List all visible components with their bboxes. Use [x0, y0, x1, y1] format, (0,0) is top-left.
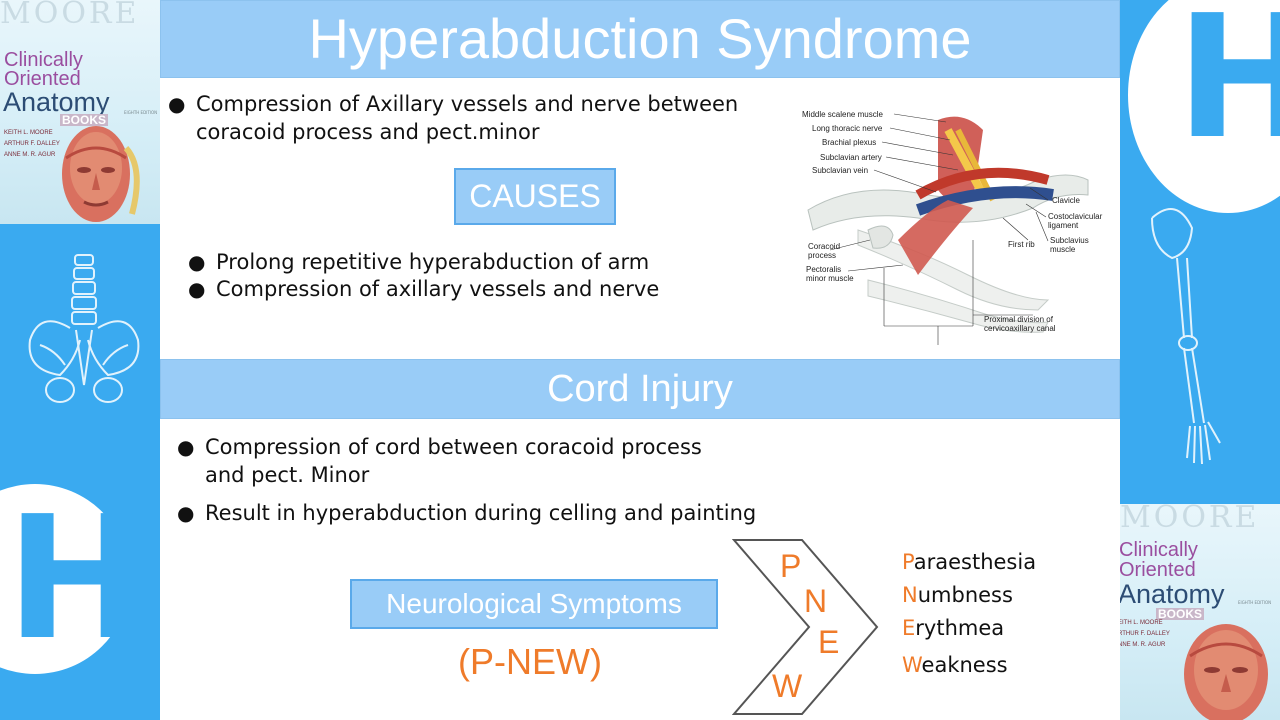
anatomy-illustration	[807, 113, 1089, 345]
book-title-line2: Oriented	[4, 68, 81, 90]
label-subclavian-artery: Subclavian artery	[820, 153, 882, 162]
book-author-2: ARTHUR F. DALLEY	[4, 141, 60, 147]
book-title-line2: Oriented	[1120, 559, 1196, 581]
book-title-line3: Anatomy	[3, 87, 110, 117]
book-authors: KEITH L. MOORE ARTHUR F. DALLEY ANNE M. …	[1120, 618, 1170, 651]
mnemonic-letter-e: E	[818, 624, 840, 660]
label-coracoid: Coracoid process	[808, 242, 841, 260]
causes-heading: CAUSES	[469, 178, 601, 214]
intro-bullet-text: Compression of Axillary vessels and nerv…	[196, 92, 739, 144]
book-title-line4: BOOKS	[1156, 607, 1205, 621]
symptom-paraesthesia: Paraesthesia	[902, 550, 1037, 574]
main-slide: Hyperabduction Syndrome ● Compression of…	[160, 0, 1120, 720]
neuro-symptoms-box: Neurological Symptoms	[350, 579, 718, 629]
book-cover: MOORE Clinically Oriented Anatomy BOOKS …	[1120, 504, 1280, 720]
book-author-2: ARTHUR F. DALLEY	[1120, 631, 1170, 637]
cord-injury-bullet-text: Compression of cord between coracoid pro…	[205, 435, 702, 487]
book-author-1: KEITH L. MOORE	[4, 130, 53, 136]
cord-injury-bullet: ● Compression of cord between coracoid p…	[177, 433, 745, 489]
book-title-line4: BOOKS	[60, 113, 109, 127]
book-title-line1: Clinically	[4, 49, 83, 71]
causes-item-text: Prolong repetitive hyperabduction of arm	[216, 250, 650, 274]
cord-injury-heading: Cord Injury	[547, 368, 733, 410]
label-clavicle: Clavicle	[1052, 196, 1081, 205]
label-costoclavicular: Costoclavicular ligament	[1048, 212, 1103, 230]
mnemonic-letter-n: N	[804, 583, 828, 619]
thoracic-outlet-diagram: Middle scalene muscle Long thoracic nerv…	[798, 100, 1102, 348]
bullet-dot-icon: ●	[177, 435, 195, 459]
book-title-line1: Clinically	[1120, 539, 1198, 561]
chevron-arrow-icon	[732, 539, 879, 715]
label-middle-scalene: Middle scalene muscle	[802, 110, 883, 119]
anatomy-face-illustration	[1184, 624, 1268, 720]
label-first-rib: First rib	[1008, 240, 1035, 249]
intro-bullet: ● Compression of Axillary vessels and ne…	[168, 90, 756, 146]
book-author-3: ANNE M. R. AGUR	[4, 152, 56, 158]
book-series: MOORE	[1120, 504, 1260, 535]
symptom-weakness: Weakness	[902, 653, 1008, 677]
book-author-1: KEITH L. MOORE	[1120, 620, 1163, 626]
label-long-thoracic: Long thoracic nerve	[812, 124, 883, 133]
book-cover: MOORE Clinically Oriented Anatomy BOOKS …	[0, 0, 160, 224]
causes-heading-box: CAUSES	[454, 168, 616, 225]
h-letter-icon: H	[6, 480, 149, 678]
causes-item: ● Compression of axillary vessels and ne…	[188, 275, 716, 303]
mnemonic-letter-p: P	[780, 548, 802, 584]
pelvis-skeleton-icon	[28, 254, 140, 403]
left-sidebar: MOORE Clinically Oriented Anatomy BOOKS …	[0, 0, 160, 720]
cord-injury-bullet: ● Result in hyperabduction during cellin…	[177, 499, 805, 527]
book-authors: KEITH L. MOORE ARTHUR F. DALLEY ANNE M. …	[4, 128, 60, 161]
label-proximal-division: Proximal division of cervicoaxillary can…	[984, 315, 1056, 333]
book-edition: EIGHTH EDITION	[124, 110, 158, 115]
causes-item-text: Compression of axillary vessels and nerv…	[216, 277, 660, 301]
book-series: MOORE	[0, 0, 140, 31]
neuro-symptoms-label: Neurological Symptoms	[386, 588, 682, 619]
mnemonic-letter-w: W	[772, 668, 803, 704]
h-badge: H	[1128, 0, 1280, 213]
symptom-erythmea: Erythmea	[902, 616, 1005, 640]
slide-title: Hyperabduction Syndrome	[308, 7, 972, 70]
label-pectoralis-minor: Pectoralis minor muscle	[806, 265, 854, 283]
h-letter-icon: H	[1176, 0, 1280, 177]
label-brachial-plexus: Brachial plexus	[822, 138, 877, 147]
title-banner: Hyperabduction Syndrome	[160, 0, 1120, 78]
bullet-dot-icon: ●	[168, 92, 186, 116]
right-sidebar: H MOORE Clinically Oriented Anatomy BOOK…	[1120, 0, 1280, 720]
h-badge: H	[0, 484, 148, 674]
book-edition: EIGHTH EDITION	[1238, 600, 1272, 605]
cord-injury-banner: Cord Injury	[160, 359, 1120, 419]
bullet-dot-icon: ●	[177, 501, 195, 525]
causes-item: ● Prolong repetitive hyperabduction of a…	[188, 248, 716, 276]
cord-injury-bullet-text: Result in hyperabduction during celling …	[205, 501, 757, 525]
label-subclavius: Subclavius muscle	[1050, 236, 1089, 254]
bullet-dot-icon: ●	[188, 250, 206, 274]
book-title-line3: Anatomy	[1120, 579, 1225, 609]
mnemonic-label: (P-NEW)	[458, 641, 602, 682]
bullet-dot-icon: ●	[188, 277, 206, 301]
arm-skeleton-icon	[1151, 208, 1221, 465]
anatomy-face-illustration	[62, 126, 140, 222]
book-author-3: ANNE M. R. AGUR	[1120, 642, 1166, 648]
label-subclavian-vein: Subclavian vein	[812, 166, 869, 175]
symptom-numbness: Numbness	[902, 583, 1013, 607]
